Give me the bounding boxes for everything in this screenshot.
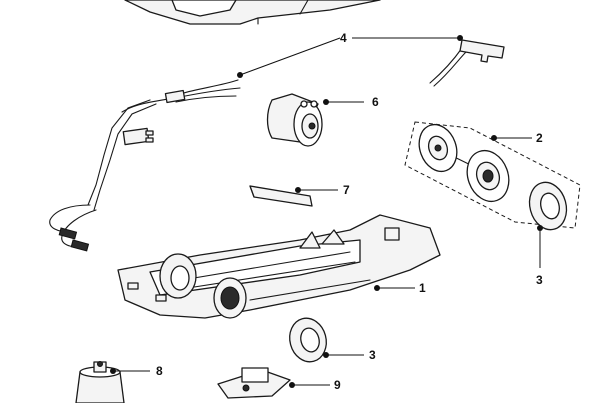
rear-axle-part xyxy=(404,121,581,229)
callout-1: 1 xyxy=(419,281,426,295)
callout-7: 7 xyxy=(343,183,350,197)
callout-leaders xyxy=(110,35,543,388)
callout-8: 8 xyxy=(156,364,163,378)
bar-part xyxy=(249,185,313,207)
tire-upper-part xyxy=(528,181,568,231)
motor-part xyxy=(266,93,323,147)
car-body-part xyxy=(124,0,381,25)
bushing-part xyxy=(75,361,125,403)
callout-3-lower: 3 xyxy=(369,348,376,362)
callout-2: 2 xyxy=(536,131,543,145)
chassis-part xyxy=(117,214,441,319)
wiring-harness-part xyxy=(49,39,505,252)
callout-6: 6 xyxy=(372,95,379,109)
callout-9: 9 xyxy=(334,378,341,392)
tire-lower-part xyxy=(289,317,327,363)
callout-3-upper: 3 xyxy=(536,273,543,287)
callout-4: 4 xyxy=(340,31,347,45)
plate-part xyxy=(217,367,291,399)
